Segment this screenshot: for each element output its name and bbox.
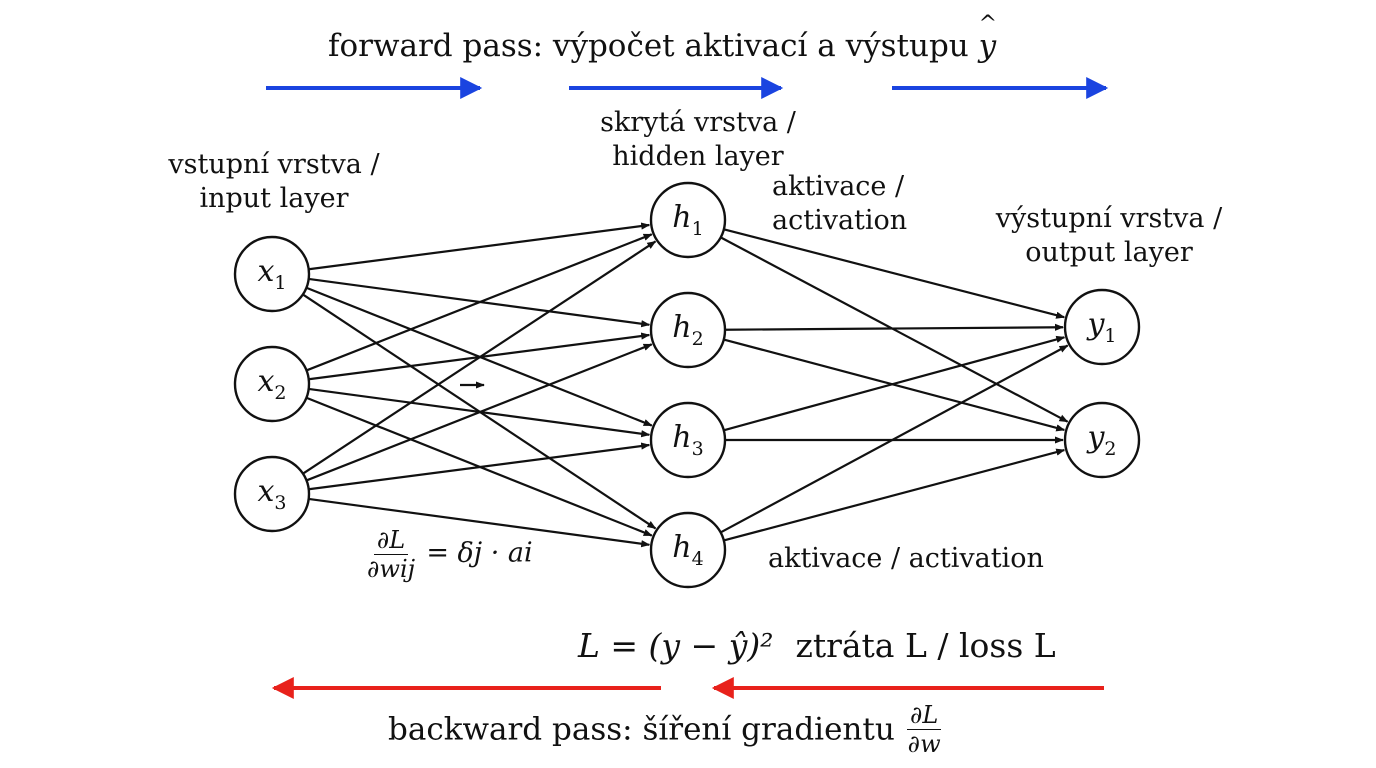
node-label-h1: h1 xyxy=(672,200,704,240)
node-label-y1: y1 xyxy=(1087,307,1117,347)
edge-h3-y1 xyxy=(723,335,1066,432)
loss-formula: L = (y − ŷ)² xyxy=(578,626,774,665)
edge-x3-h4 xyxy=(308,497,651,548)
hidden-layer-label: skrytá vrstva / hidden layer xyxy=(600,107,796,172)
gradient-formula: ∂L ∂wij = δj · ai xyxy=(364,527,533,582)
node-circles xyxy=(233,181,1141,589)
gradient-numerator: ∂L xyxy=(373,527,409,555)
node-h1 xyxy=(649,181,727,259)
edge-x3-h1 xyxy=(302,240,657,475)
gradient-denominator: ∂wij xyxy=(367,555,416,583)
edge-x3-h2 xyxy=(306,343,653,482)
edge-x3-h3 xyxy=(308,442,651,491)
node-y2 xyxy=(1063,401,1141,479)
node-h4 xyxy=(649,511,727,589)
forward-pass-text: forward pass: výpočet aktivací a výstupu xyxy=(328,28,979,64)
edge-h4-y1 xyxy=(720,344,1069,534)
node-x1 xyxy=(233,235,311,313)
backward-pass-text: backward pass: šíření gradientu xyxy=(388,711,905,748)
node-label-h2: h2 xyxy=(672,310,704,350)
node-label-x2: x2 xyxy=(257,364,287,404)
edge-x1-h1 xyxy=(308,222,651,271)
backward-frac-den: ∂w xyxy=(907,730,941,758)
node-label-x3: x3 xyxy=(257,474,287,514)
node-label-h4: h4 xyxy=(672,530,704,570)
gradient-rhs: = δj · ai xyxy=(426,537,533,569)
edge-x2-h1 xyxy=(306,233,653,372)
backward-frac-num: ∂L xyxy=(906,702,942,730)
node-h3 xyxy=(649,401,727,479)
input-layer-label: vstupní vrstva / input layer xyxy=(168,149,380,214)
node-h2 xyxy=(649,291,727,369)
node-x3 xyxy=(233,455,311,533)
forward-pass-title: forward pass: výpočet aktivací a výstupu… xyxy=(328,12,998,64)
node-x2 xyxy=(233,345,311,423)
edge-h4-y2 xyxy=(723,448,1066,542)
output-layer-label: výstupní vrstva / output layer xyxy=(995,203,1223,268)
node-y1 xyxy=(1063,288,1141,366)
edge-h2-y1 xyxy=(724,323,1064,331)
activation-label-bottom: aktivace / activation xyxy=(768,543,1044,574)
loss-label: ztráta L / loss L xyxy=(795,626,1056,665)
activation-label-top: aktivace / activation xyxy=(772,171,908,236)
node-label-y2: y2 xyxy=(1087,420,1117,460)
edge-h1-y1 xyxy=(723,228,1066,319)
connection-lines xyxy=(302,222,1069,548)
loss-block: L = (y − ŷ)² ztráta L / loss L xyxy=(578,626,1056,665)
node-label-x1: x1 xyxy=(257,254,287,294)
node-label-h3: h3 xyxy=(672,420,704,460)
backward-pass-title: backward pass: šíření gradientu ∂L ∂w xyxy=(388,702,944,757)
y-hat-symbol: ^y xyxy=(978,12,998,64)
